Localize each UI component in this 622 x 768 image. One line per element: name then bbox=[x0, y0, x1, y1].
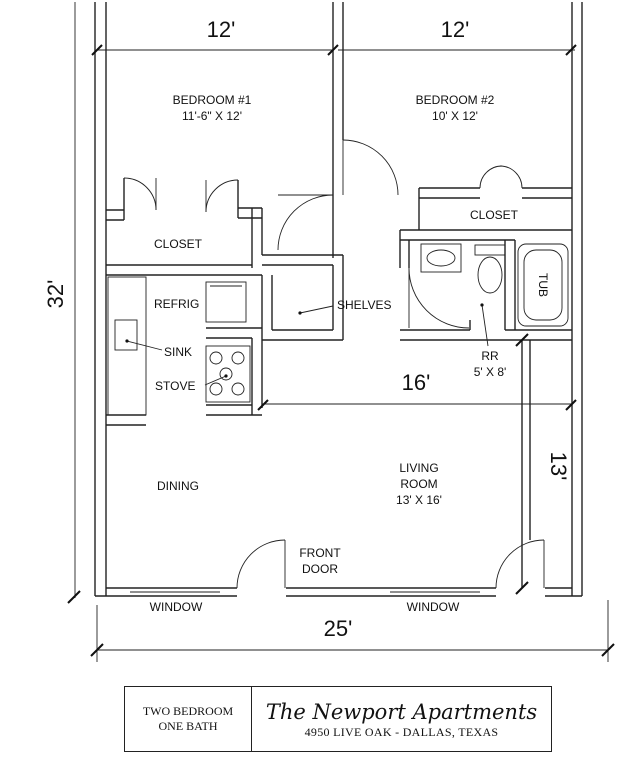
title-block: TWO BEDROOM ONE BATH The Newport Apartme… bbox=[124, 686, 552, 752]
dim-top-left: 12' bbox=[207, 17, 236, 42]
property-address: 4950 LIVE OAK - DALLAS, TEXAS bbox=[304, 724, 499, 739]
exterior-walls bbox=[94, 2, 583, 597]
living-label-line2: ROOM bbox=[400, 477, 437, 491]
unit-type-line1: TWO BEDROOM bbox=[142, 704, 234, 718]
refrig-label: REFRIG bbox=[154, 297, 199, 311]
window-left-label: WINDOW bbox=[150, 600, 203, 614]
dim-top-right: 12' bbox=[441, 17, 470, 42]
unit-type: TWO BEDROOM ONE BATH bbox=[125, 687, 252, 751]
bedroom2-size: 10' X 12' bbox=[432, 109, 478, 123]
dim-living-depth: 13' bbox=[546, 452, 571, 481]
door-swings bbox=[123, 139, 545, 589]
shelves-label: SHELVES bbox=[337, 298, 391, 312]
front-door-label-line1: FRONT bbox=[299, 546, 341, 560]
closet-left-label: CLOSET bbox=[154, 237, 203, 251]
window-right-label: WINDOW bbox=[407, 600, 460, 614]
dimension-lines bbox=[67, 2, 615, 662]
restroom-label: RR bbox=[481, 349, 499, 363]
dim-left-side: 32' bbox=[43, 280, 68, 309]
dim-living-width: 16' bbox=[402, 370, 431, 395]
property-info: The Newport Apartments 4950 LIVE OAK - D… bbox=[252, 687, 551, 751]
living-size: 13' X 16' bbox=[396, 493, 442, 507]
front-door-label-line2: DOOR bbox=[302, 562, 338, 576]
living-label-line1: LIVING bbox=[399, 461, 438, 475]
bedroom1-size: 11'-6" X 12' bbox=[182, 109, 242, 123]
stove-label: STOVE bbox=[155, 379, 195, 393]
property-name: The Newport Apartments bbox=[265, 699, 538, 724]
dining-label: DINING bbox=[157, 479, 199, 493]
closet-right-label: CLOSET bbox=[470, 208, 519, 222]
dim-bottom: 25' bbox=[324, 616, 353, 641]
bedroom2-label: BEDROOM #2 bbox=[416, 93, 495, 107]
interior-walls bbox=[105, 178, 572, 588]
bedroom1-label: BEDROOM #1 bbox=[173, 93, 252, 107]
leader-lines bbox=[125, 303, 489, 386]
unit-type-line2: ONE BATH bbox=[158, 719, 218, 733]
restroom-size: 5' X 8' bbox=[474, 365, 507, 379]
tub-label: TUB bbox=[536, 273, 550, 297]
sink-label: SINK bbox=[164, 345, 192, 359]
